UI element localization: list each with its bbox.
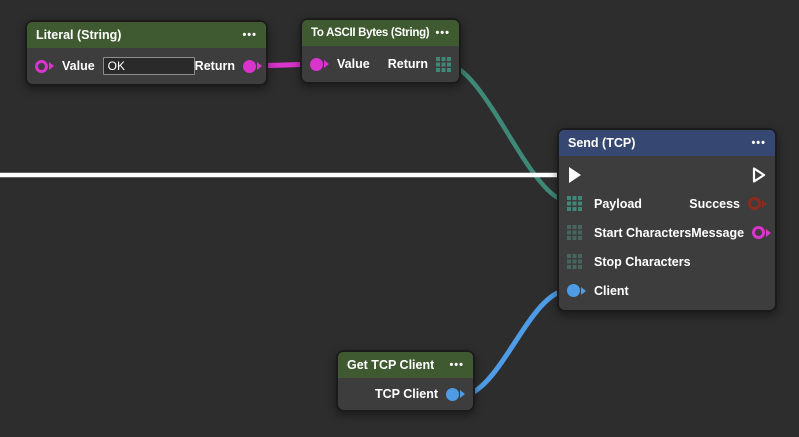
port-notch-icon — [460, 390, 465, 398]
node-title: Send (TCP) — [568, 136, 636, 150]
node-title: Literal (String) — [36, 28, 122, 42]
payload-input-port byte-array-port-icon[interactable] — [567, 196, 582, 211]
start-characters-input-port byte-array-port-icon[interactable] — [567, 225, 582, 240]
node-title: Get TCP Client — [347, 358, 435, 372]
port-notch-icon — [581, 286, 586, 295]
node-header[interactable]: To ASCII Bytes (String) ••• — [302, 20, 459, 46]
tcp-client-port-icon — [446, 387, 459, 401]
string-port-icon — [310, 57, 323, 71]
byte-array-port-icon[interactable] — [436, 56, 451, 72]
return-output-port[interactable] — [242, 59, 262, 73]
return-label: Return — [387, 57, 428, 71]
value-input[interactable] — [102, 57, 195, 75]
message-output-port[interactable] — [752, 226, 772, 239]
node-header[interactable]: Get TCP Client ••• — [338, 352, 473, 378]
port-row: TCP Client — [338, 378, 473, 410]
port-row: Value Return — [27, 48, 266, 84]
message-label: Message — [691, 225, 745, 240]
value-input-port[interactable] — [310, 57, 329, 71]
bool-port-icon — [748, 197, 761, 210]
tcp-client-output-port[interactable] — [446, 387, 465, 401]
port-notch-icon — [256, 62, 262, 70]
node-menu-icon[interactable]: ••• — [449, 358, 464, 371]
port-notch-icon — [49, 62, 54, 70]
string-port-icon — [35, 59, 48, 73]
node-header[interactable]: Literal (String) ••• — [27, 22, 266, 48]
port-row: Start Characters Message — [559, 218, 775, 247]
port-row: Value Return — [302, 46, 459, 82]
client-input-port[interactable] — [567, 284, 586, 297]
node-get-tcp-client[interactable]: Get TCP Client ••• TCP Client — [336, 350, 475, 412]
payload-label: Payload — [594, 196, 642, 211]
exec-input-port[interactable] — [567, 166, 583, 184]
node-literal-string[interactable]: Literal (String) ••• Value Return — [25, 20, 268, 86]
return-label: Return — [194, 59, 235, 73]
tcp-client-port-icon — [567, 284, 580, 297]
port-notch-icon — [324, 60, 329, 68]
stop-characters-input-port byte-array-port-icon[interactable] — [567, 254, 582, 269]
exec-output-port[interactable] — [751, 166, 767, 184]
client-label: Client — [594, 283, 629, 298]
success-output-port[interactable] — [748, 197, 767, 210]
port-notch-icon — [762, 199, 767, 208]
port-row: Payload Success — [559, 189, 775, 218]
client-wire[interactable] — [457, 287, 572, 399]
node-header[interactable]: Send (TCP) ••• — [559, 130, 775, 156]
string-port-icon — [242, 59, 256, 73]
start-characters-label: Start Characters — [594, 225, 692, 240]
value-label: Value — [62, 59, 95, 73]
success-label: Success — [689, 196, 740, 211]
node-menu-icon[interactable]: ••• — [751, 136, 766, 149]
port-row: Stop Characters — [559, 247, 775, 276]
tcp-client-label: TCP Client — [375, 387, 438, 401]
string-port-icon — [752, 226, 766, 239]
node-menu-icon[interactable]: ••• — [242, 28, 257, 41]
port-notch-icon — [766, 228, 772, 237]
stop-characters-label: Stop Characters — [594, 254, 691, 269]
node-title: To ASCII Bytes (String) — [311, 27, 430, 39]
bytes-wire[interactable] — [442, 61, 573, 205]
node-send-tcp[interactable]: Send (TCP) ••• Payload Success — [557, 128, 777, 312]
value-label: Value — [337, 57, 370, 71]
port-row: Client — [559, 276, 775, 305]
exec-row — [559, 160, 775, 189]
node-menu-icon[interactable]: ••• — [435, 26, 450, 39]
value-input-port[interactable] — [35, 59, 54, 73]
node-to-ascii-bytes[interactable]: To ASCII Bytes (String) ••• Value Return — [300, 18, 461, 84]
